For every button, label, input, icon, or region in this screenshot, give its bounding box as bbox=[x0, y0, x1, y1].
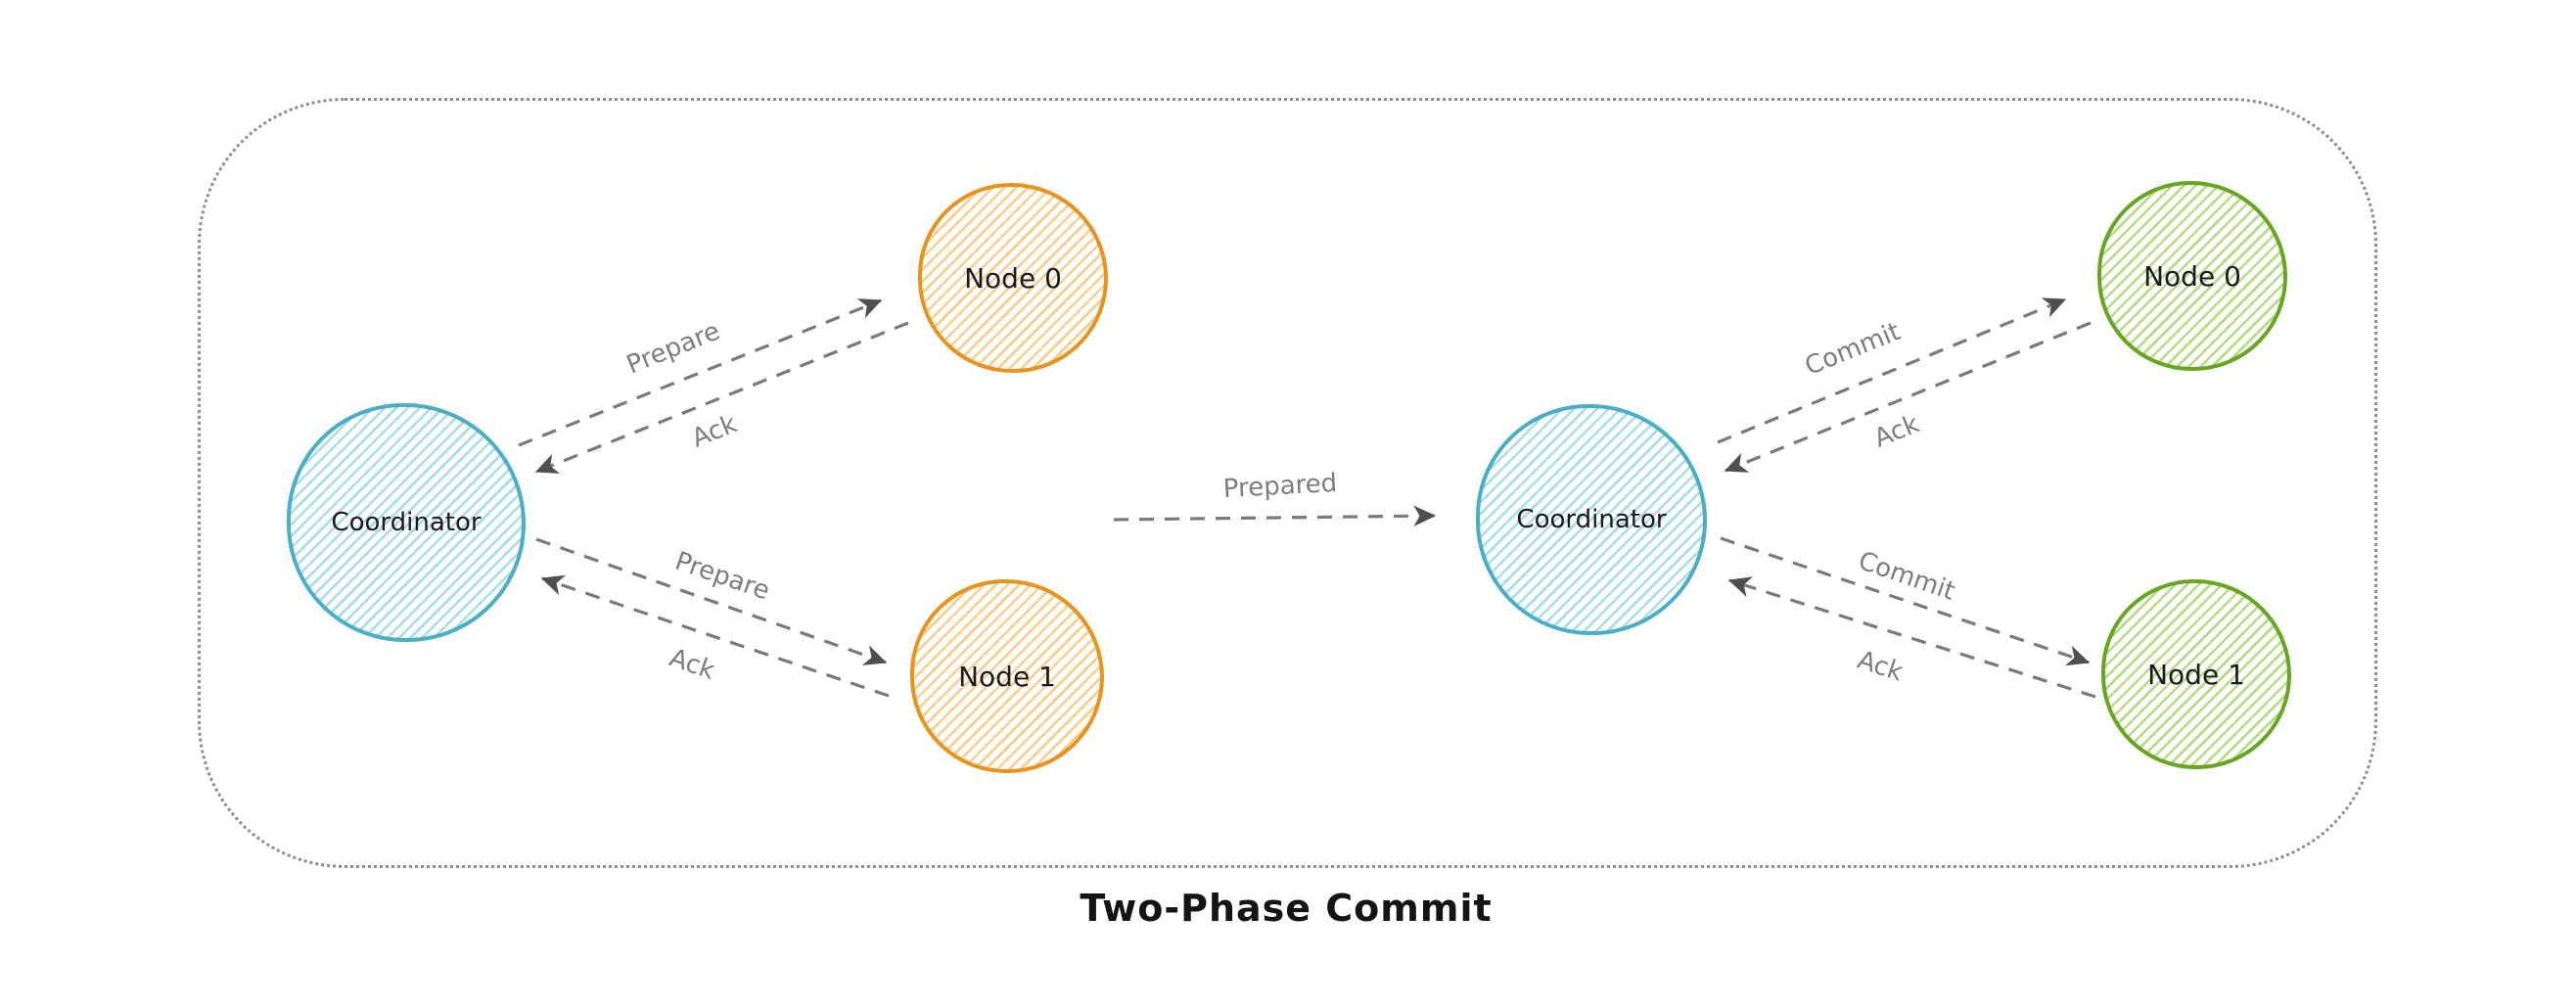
phase1-node1: Node 1 bbox=[910, 579, 1104, 773]
phase1-node0-label: Node 0 bbox=[964, 261, 1062, 295]
diagram-title: Two-Phase Commit bbox=[1080, 887, 1493, 930]
phase2-coordinator-label: Coordinator bbox=[1516, 505, 1667, 534]
phase2-node0: Node 0 bbox=[2097, 181, 2287, 371]
diagram-frame bbox=[198, 98, 2377, 868]
phase1-node0: Node 0 bbox=[918, 183, 1108, 373]
phase1-node1-label: Node 1 bbox=[958, 660, 1056, 693]
phase1-coordinator-node: Coordinator bbox=[287, 403, 526, 642]
prepared-transition-label: Prepared bbox=[1222, 468, 1338, 505]
phase2-node1: Node 1 bbox=[2101, 579, 2291, 769]
phase2-node0-label: Node 0 bbox=[2143, 259, 2241, 293]
phase1-coordinator-label: Coordinator bbox=[331, 508, 482, 537]
phase2-node1-label: Node 1 bbox=[2147, 658, 2245, 691]
phase2-coordinator-node: Coordinator bbox=[1476, 404, 1707, 635]
